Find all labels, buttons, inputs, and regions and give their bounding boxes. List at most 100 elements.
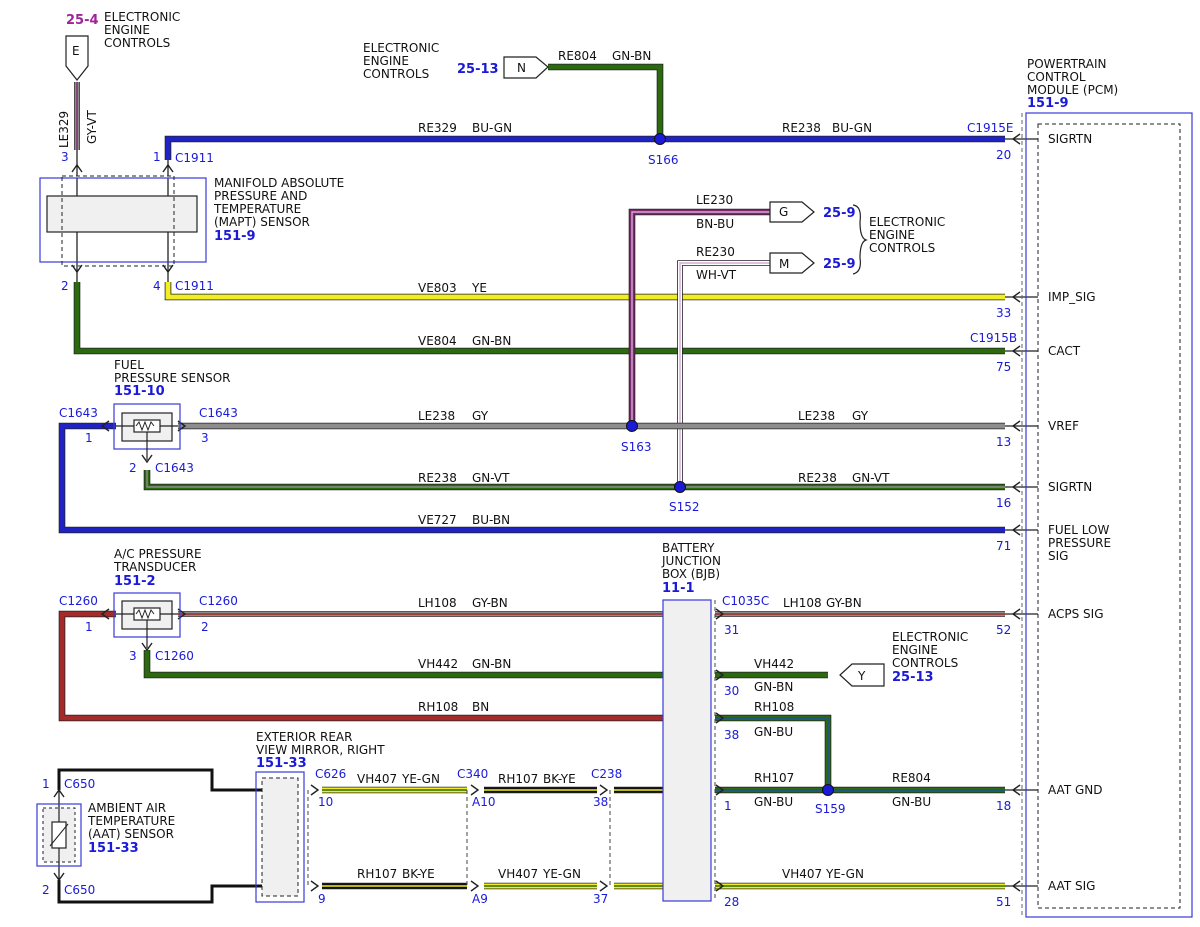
wire-le329-circuit: LE329 xyxy=(57,111,71,148)
wire-vh442-a-circuit: VH442 xyxy=(418,657,458,671)
ece-m-ref: 25-9 xyxy=(823,257,856,272)
pcm-pin-number-6: 52 xyxy=(996,623,1011,637)
ece-n-label-2: ENGINE xyxy=(363,54,409,68)
pin-c626-10: 10 xyxy=(318,795,333,809)
pcm-pin-number-3: 13 xyxy=(996,435,1011,449)
pcm-pin-label-8: AAT SIG xyxy=(1048,879,1095,893)
wire-re238-a-circuit: RE238 xyxy=(418,471,457,485)
splice-s152 xyxy=(674,481,686,493)
pcm-pin-number-7: 18 xyxy=(996,799,1011,813)
ece-top-label-2: ENGINE xyxy=(104,23,150,37)
wire-aat-1 xyxy=(57,768,262,792)
arrow-pcm-33 xyxy=(1011,291,1021,303)
pin-ac-2: 2 xyxy=(201,620,209,634)
wire-ve804-circuit: VE804 xyxy=(418,334,457,348)
wire-rh107-c-color: BK-YE xyxy=(402,867,435,881)
ece-gm-label-1: ELECTRONIC xyxy=(869,215,945,229)
mirror-ref: 151-33 xyxy=(256,756,307,771)
wire-re804-b-circuit: RE804 xyxy=(892,771,931,785)
conn-c1643a: C1643 xyxy=(59,406,98,420)
splice-s166-label: S166 xyxy=(648,153,679,167)
splice-s166 xyxy=(654,133,666,145)
wire-rh107-c-circuit: RH107 xyxy=(357,867,397,881)
arrow-mapt-4 xyxy=(162,264,174,274)
wire-re238-b-color: GN-VT xyxy=(852,471,890,485)
ac-sensor-label-2: TRANSDUCER xyxy=(113,560,196,574)
wire-vh407-c-color: YE-GN xyxy=(825,867,864,881)
wire-rh107-b-circuit: RH107 xyxy=(754,771,794,785)
pin-mapt-1: 1 xyxy=(153,150,161,164)
arrow-bjb-28 xyxy=(715,880,725,892)
wire-re804-top-color: GN-BN xyxy=(612,49,651,63)
pcm-pin-number-5: 71 xyxy=(996,539,1011,553)
wire-re238-top-color: BU-GN xyxy=(832,121,872,135)
wire-ve804-color: GN-BN xyxy=(472,334,511,348)
arrow-pcm-13 xyxy=(1011,420,1021,432)
wire-re329-circuit: RE329 xyxy=(418,121,457,135)
pin-mapt-3: 3 xyxy=(61,150,69,164)
exterior-mirror: EXTERIOR REAR VIEW MIRROR, RIGHT 151-33 xyxy=(255,730,611,903)
aat-label-1: AMBIENT AIR xyxy=(88,801,166,815)
ece-n-connector-shape xyxy=(503,56,549,79)
ece-gm-label-3: CONTROLS xyxy=(869,241,935,255)
conn-c650a: C650 xyxy=(64,777,95,791)
aat-sensor: AMBIENT AIR TEMPERATURE (AAT) SENSOR 151… xyxy=(36,801,175,867)
pin-bjb-31: 31 xyxy=(724,623,739,637)
pcm-module: POWERTRAIN CONTROL MODULE (PCM) 151-9 xyxy=(1021,57,1193,918)
conn-c1643c: C1643 xyxy=(155,461,194,475)
ece-gm: G 25-9 M 25-9 ELECTRONIC ENGINE CONTROLS xyxy=(769,201,945,275)
wire-ve803-circuit: VE803 xyxy=(418,281,457,295)
pcm-label-1: POWERTRAIN xyxy=(1027,57,1107,71)
bjb-label-3: BOX (BJB) xyxy=(662,567,720,581)
pcm-pin-number-1: 33 xyxy=(996,306,1011,320)
mirror-label-1: EXTERIOR REAR xyxy=(256,730,352,744)
pcm-pin-label-3: VREF xyxy=(1048,419,1079,433)
ece-g-connector-shape xyxy=(769,201,815,223)
ece-y-label-1: ELECTRONIC xyxy=(892,630,968,644)
wire-le230-circuit: LE230 xyxy=(696,193,733,207)
pcm-pin-label-5-b: PRESSURE xyxy=(1048,536,1111,550)
pin-fp-1: 1 xyxy=(85,431,93,445)
pcm-pin-number-8: 51 xyxy=(996,895,1011,909)
pcm-label-3: MODULE (PCM) xyxy=(1027,83,1118,97)
wire-vh407-a-color: YE-GN xyxy=(401,772,440,786)
ece-top-connector-shape xyxy=(65,35,89,81)
wire-le329-color: GY-VT xyxy=(85,110,99,144)
pin-bjb-30: 30 xyxy=(724,684,739,698)
wire-ve727 xyxy=(58,422,1005,534)
ece-n-ref: 25-13 xyxy=(457,62,499,77)
ece-y-ref: 25-13 xyxy=(892,670,934,685)
wire-re230-color: WH-VT xyxy=(696,268,737,282)
arrow-mapt-3 xyxy=(71,163,83,173)
ece-g-ref: 25-9 xyxy=(823,206,856,221)
wire-vh407-c-circuit: VH407 xyxy=(782,867,822,881)
ece-n-label-3: CONTROLS xyxy=(363,67,429,81)
fuel-sensor-label-1: FUEL xyxy=(114,358,144,372)
pin-bjb-28: 28 xyxy=(724,895,739,909)
wire-rh108-a-color: BN xyxy=(472,700,489,714)
wire-re230 xyxy=(677,260,770,487)
wire-lh108-b-color: GY-BN xyxy=(826,596,862,610)
arrow-bjb-31 xyxy=(715,608,725,620)
ece-y-label-2: ENGINE xyxy=(892,643,938,657)
wire-ve727-circuit: VE727 xyxy=(418,513,457,527)
pin-c238-38: 38 xyxy=(593,795,608,809)
pcm-pin-label-4: SIGRTN xyxy=(1048,480,1092,494)
ac-pressure-transducer: A/C PRESSURE TRANSDUCER 151-2 xyxy=(113,547,202,648)
arrow-mapt-1 xyxy=(162,163,174,173)
arrow-ac-3 xyxy=(141,642,153,652)
wire-layer xyxy=(53,63,1038,904)
pcm-pin-number-2: 75 xyxy=(996,360,1011,374)
ac-sensor-ref: 151-2 xyxy=(114,574,156,589)
arrow-c238-38 xyxy=(599,784,609,796)
arrow-aat-2 xyxy=(53,872,65,882)
splice-layer xyxy=(626,133,834,796)
pin-aat-2: 2 xyxy=(42,883,50,897)
wire-le230 xyxy=(628,208,770,426)
splice-s159-label: S159 xyxy=(815,802,846,816)
ece-m-connector-shape xyxy=(769,252,815,274)
arrow-ac-1 xyxy=(100,608,110,620)
wire-re238-a-color: GN-VT xyxy=(472,471,510,485)
wire-re329 xyxy=(164,135,1005,160)
